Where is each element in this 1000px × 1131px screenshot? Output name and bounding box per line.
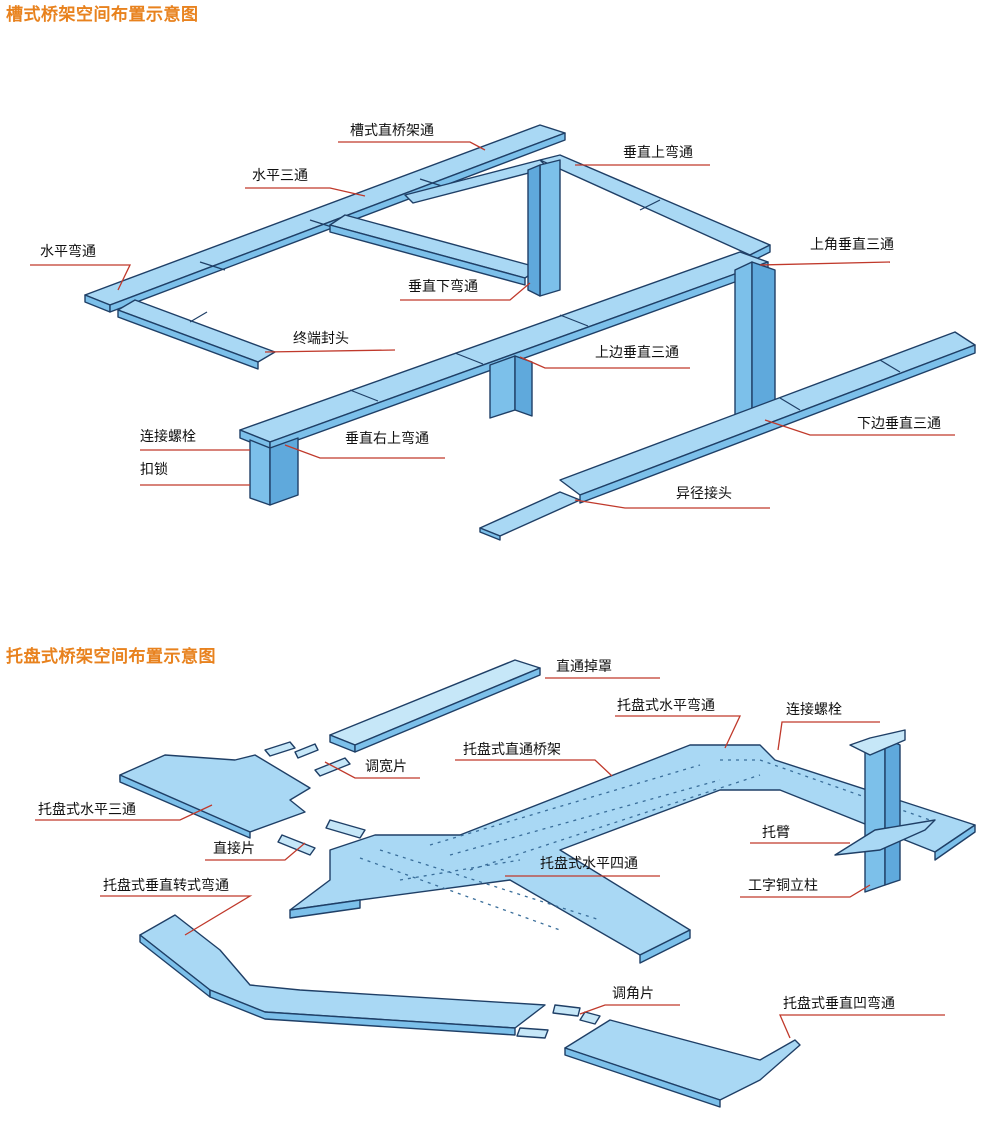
label-tray-h-cross: 托盘式水平四通 (540, 855, 638, 872)
label-top-v-tee: 上边垂直三通 (595, 344, 679, 361)
label-corner-v-tee: 上角垂直三通 (810, 236, 894, 253)
label-v-turn-bend: 托盘式垂直转式弯通 (103, 877, 229, 894)
label-v-down-bend: 垂直下弯通 (408, 278, 478, 295)
label-tray-straight: 托盘式直通桥架 (463, 741, 561, 758)
label-angle-plate: 调角片 (612, 986, 654, 1002)
label-bolt-1: 连接螺栓 (140, 428, 196, 445)
label-h-bend: 水平弯通 (40, 243, 96, 260)
trough-tray-illustration (84, 124, 976, 541)
label-bolt-2: 连接螺栓 (786, 701, 842, 718)
label-v-up-bend: 垂直上弯通 (623, 144, 693, 161)
label-lock: 扣锁 (140, 462, 168, 478)
label-h-tee: 水平三通 (252, 168, 308, 184)
label-v-right-up-bend: 垂直右上弯通 (345, 430, 429, 447)
label-reducer: 异径接头 (676, 485, 732, 502)
tray-labels: 直通掉罩 托盘式水平弯通 连接螺栓 托盘式直通桥架 调宽片 托盘式水平三通 托臂… (35, 658, 945, 1039)
label-tray-h-bend: 托盘式水平弯通 (617, 697, 715, 714)
label-trough-straight: 槽式直桥架通 (350, 122, 434, 139)
tray-type-illustration (119, 659, 976, 1108)
trough-labels: 槽式直桥架通 水平三通 垂直上弯通 水平弯通 上角垂直三通 垂直下弯通 终端封头… (30, 122, 955, 509)
label-width-plate: 调宽片 (365, 758, 407, 775)
label-arm: 托臂 (762, 825, 790, 841)
label-tray-h-tee: 托盘式水平三通 (38, 801, 136, 818)
section-title-tray: 托盘式桥架空间布置示意图 (6, 647, 216, 667)
label-end-cap: 终端封头 (293, 331, 349, 347)
label-column: 工字铜立柱 (748, 878, 818, 894)
label-cover: 直通掉罩 (556, 658, 612, 675)
section-title-trough: 槽式桥架空间布置示意图 (6, 5, 199, 25)
label-bottom-v-tee: 下边垂直三通 (857, 415, 941, 432)
label-straight-plate: 直接片 (213, 840, 255, 857)
label-v-concave-bend: 托盘式垂直凹弯通 (783, 995, 895, 1012)
